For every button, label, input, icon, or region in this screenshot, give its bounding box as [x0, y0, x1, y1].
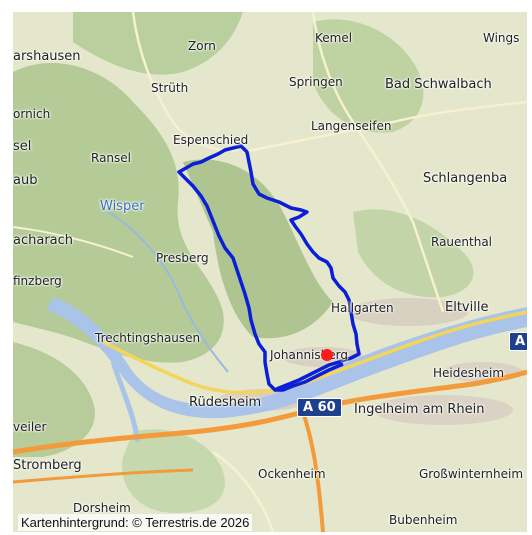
- place-label-sel: sel: [13, 139, 32, 154]
- place-label-presberg: Presberg: [156, 251, 209, 265]
- map-canvas[interactable]: Zorn Kemel Wings arshausen Strüth Spring…: [13, 12, 527, 532]
- motorway-west: [13, 468, 194, 484]
- place-label-bacharach: acharach: [13, 233, 74, 248]
- place-label-vinzberg: finzberg: [13, 274, 62, 288]
- place-label-zorn: Zorn: [188, 39, 216, 53]
- forest-east: [353, 209, 474, 298]
- map-background: [13, 12, 527, 532]
- stream-wisper: [107, 211, 229, 373]
- road-shield-a-edge: A: [509, 332, 527, 351]
- road-shield-a60: A 60: [297, 398, 342, 417]
- place-label-trechtingshausen: Trechtingshausen: [95, 331, 201, 345]
- hiking-route-connector: [275, 362, 344, 392]
- place-label-ruedesheim: Rüdesheim: [189, 395, 262, 410]
- place-label-dorsheim: Dorsheim: [73, 501, 131, 515]
- forest-center: [183, 159, 333, 339]
- place-label-springen: Springen: [289, 75, 343, 89]
- road-minor-4: [411, 221, 445, 313]
- road-minor-3: [242, 100, 527, 154]
- place-label-struth: Strüth: [151, 81, 189, 95]
- place-label-hallgarten: Hallgarten: [331, 301, 394, 315]
- place-label-heidesheim: Heidesheim: [433, 366, 505, 380]
- place-label-eltville: Eltville: [445, 300, 489, 315]
- river-rhine: [47, 297, 527, 419]
- place-label-grosswinternheim: Großwinternheim: [419, 467, 524, 481]
- place-label-bad-schwalbach: Bad Schwalbach: [385, 77, 492, 92]
- motorway-branch: [301, 411, 325, 532]
- forest-west: [13, 63, 224, 363]
- forest-northeast: [313, 19, 424, 133]
- place-label-johannisberg: Johannisberg: [270, 348, 348, 362]
- place-label-kemel: Kemel: [315, 31, 353, 45]
- place-label-ornich: ornich: [13, 107, 51, 121]
- road-minor-6: [212, 450, 275, 532]
- place-label-schlangenbad: Schlangenba: [423, 171, 508, 186]
- river-nahe: [110, 361, 141, 443]
- road-minor-2: [311, 12, 415, 223]
- place-label-ingelheim: Ingelheim am Rhein: [354, 402, 485, 417]
- place-label-ockenheim: Ockenheim: [258, 467, 326, 481]
- place-label-stromberg: Stromberg: [13, 458, 82, 473]
- location-marker[interactable]: [321, 349, 333, 361]
- forest-north: [73, 12, 243, 75]
- urban-ingelheim: [373, 395, 513, 425]
- urban-eltville: [348, 298, 468, 326]
- place-label-weiler: veiler: [13, 420, 47, 434]
- place-label-ransel: Ransel: [91, 151, 132, 165]
- road-minor-5: [13, 226, 134, 258]
- road-minor-1: [131, 12, 239, 152]
- place-label-aub: aub: [13, 173, 38, 188]
- place-label-langenseifen: Langenseifen: [311, 119, 392, 133]
- water-label-wisper: Wisper: [100, 199, 145, 214]
- place-label-rauenthal: Rauenthal: [431, 235, 493, 249]
- place-label-arshausen: arshausen: [13, 49, 81, 64]
- place-label-espenschied: Espenschied: [173, 133, 249, 147]
- map-attribution: Kartenhintergrund: © Terrestris.de 2026: [18, 514, 253, 531]
- forest-southwest: [13, 342, 95, 457]
- hiking-route: [177, 144, 361, 392]
- place-label-bubenheim: Bubenheim: [389, 513, 458, 527]
- road-b42: [102, 310, 527, 395]
- place-label-wings: Wings: [483, 31, 520, 45]
